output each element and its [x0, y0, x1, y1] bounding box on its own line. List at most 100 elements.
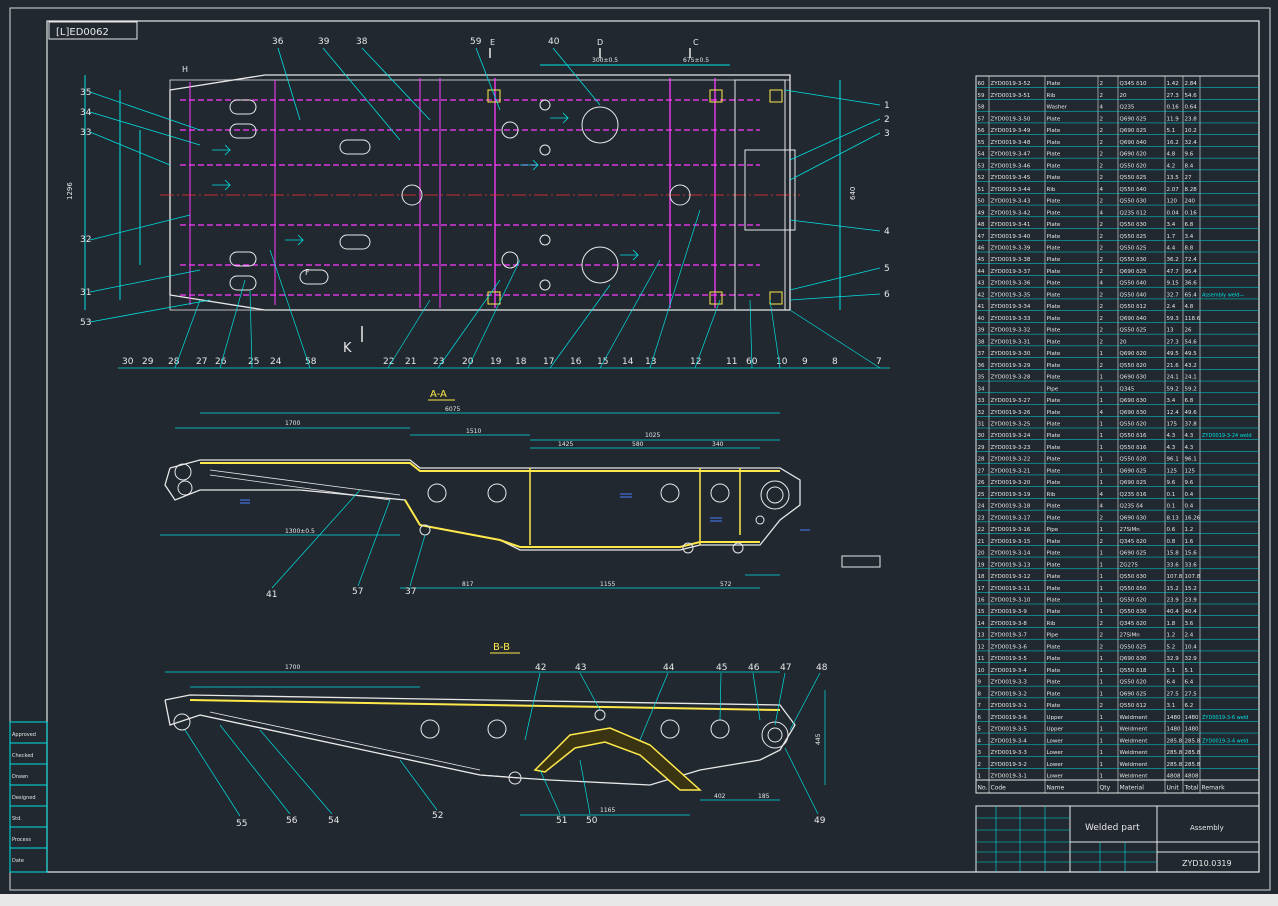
bom-cell: ZYD0019-3-45 — [991, 175, 1031, 181]
bom-header-cell: Remark — [1202, 785, 1226, 792]
bom-cell: 2.4 — [1167, 304, 1176, 310]
bom-cell: 50 — [978, 199, 985, 205]
bom-cell: ZYD0019-3-35 — [991, 292, 1031, 298]
bom-cell: 1 — [1100, 680, 1104, 686]
bb-dim-1700: 1700 — [285, 664, 300, 671]
bom-cell: Pipe — [1047, 386, 1059, 392]
bom-cell: 59.2 — [1185, 386, 1197, 392]
bom-cell: 43.2 — [1185, 363, 1197, 369]
bom-cell: Q690 δ30 — [1120, 515, 1147, 521]
top-view-leaders — [89, 47, 881, 323]
bom-cell: Q345 δ10 — [1120, 81, 1147, 87]
bom-cell: Q690 δ25 — [1120, 551, 1147, 557]
bom-cell: Q690 δ20 — [1120, 152, 1147, 158]
bom-cell: Pipe — [1047, 527, 1059, 533]
bom-cell: Plate — [1047, 292, 1061, 298]
bom-cell: 9.6 — [1185, 480, 1194, 486]
bom-cell: ZYD0019-3-13 — [991, 562, 1031, 568]
bom-cell: 32.7 — [1167, 292, 1180, 298]
callout-47: 47 — [780, 663, 791, 673]
bom-cell: 0.6 — [1167, 527, 1176, 533]
title-name: Welded part — [1085, 823, 1140, 833]
callout-39: 39 — [318, 37, 330, 47]
bom-cell: 3.1 — [1167, 703, 1176, 709]
bom-cell: ZYD0019-3-1 — [991, 774, 1027, 780]
bom-cell: Q550 δ25 — [1120, 328, 1147, 334]
callout-55: 55 — [236, 819, 247, 829]
bom-cell: 2.4 — [1185, 633, 1194, 639]
bom-cell: 4 — [1100, 187, 1104, 193]
bom-cell: Q550 δ40 — [1120, 281, 1147, 287]
bom-cell: 33.6 — [1167, 562, 1180, 568]
bom-cell: 1.6 — [1185, 539, 1194, 545]
bom-cell: 1 — [978, 774, 982, 780]
bom-cell: 60 — [978, 81, 985, 87]
bom-cell: 12.4 — [1167, 410, 1180, 416]
bom-cell: Q550 δ20 — [1120, 363, 1147, 369]
aa-dim-1025: 1025 — [645, 432, 660, 439]
bom-cell: Q690 δ25 — [1120, 480, 1147, 486]
bom-cell: 72.4 — [1185, 257, 1198, 263]
dim-675: 675±0.5 — [683, 57, 709, 64]
bom-cell: 4.2 — [1167, 163, 1176, 169]
bom-cell: ZYD0019-3-28 — [991, 375, 1031, 381]
bom-cell: ZYD0019-3-3 — [991, 750, 1028, 756]
bom-cell: 27 — [978, 468, 985, 474]
callout-41: 41 — [266, 590, 277, 600]
bom-cell: 285.8 — [1167, 750, 1183, 756]
bom-cell: 4.3 — [1185, 445, 1194, 451]
bom-cell: 4.3 — [1167, 445, 1176, 451]
bom-cell: Q690 δ30 — [1120, 656, 1147, 662]
title-drawing-no: ZYD10.0319 — [1182, 859, 1232, 868]
bom-cell: 30 — [978, 433, 985, 439]
bom-cell: 5.1 — [1185, 668, 1194, 674]
bom-cell: 1480 — [1167, 727, 1181, 733]
bom-cell: 2 — [1100, 515, 1104, 521]
bom-cell: 28 — [978, 457, 985, 463]
callout-9: 9 — [802, 357, 808, 367]
bom-cell: 45 — [978, 257, 985, 263]
bom-cell: 120 — [1167, 199, 1178, 205]
bom-cell: 2 — [1100, 234, 1104, 240]
strip-std: Std. — [12, 816, 22, 822]
bom-cell: Upper — [1047, 727, 1064, 733]
bom-cell: 1 — [1100, 433, 1104, 439]
bom-cell: Plate — [1047, 680, 1061, 686]
bom-cell: 9.6 — [1167, 480, 1176, 486]
callout-49: 49 — [814, 816, 826, 826]
bom-cell: 1 — [1100, 574, 1104, 580]
bom-cell: Plate — [1047, 551, 1061, 557]
bom-cell: Plate — [1047, 445, 1061, 451]
bom-cell: 2 — [1100, 316, 1104, 322]
bom-cell: 11 — [978, 656, 985, 662]
bom-cell: 175 — [1167, 422, 1178, 428]
drawing-code: [L]ED0062 — [56, 27, 109, 38]
bom-cell: 26 — [1185, 328, 1192, 334]
bom-cell: Q235 — [1120, 105, 1135, 111]
section-bb: B-B 1700 — [164, 642, 826, 816]
bom-cell: Q690 δ25 — [1120, 468, 1147, 474]
bom-cell: 4 — [1100, 281, 1104, 287]
bom-cell: Q235 δ4 — [1120, 504, 1144, 510]
bom-cell: Plate — [1047, 375, 1061, 381]
bom-cell: Q550 δ30 — [1120, 574, 1147, 580]
top-view-callouts: 36 39 38 59 40 35 34 33 32 31 53 1 2 3 4… — [80, 37, 890, 328]
callout-37: 37 — [405, 587, 416, 597]
bom-cell: 6.4 — [1185, 680, 1194, 686]
bom-cell: Washer — [1047, 105, 1068, 111]
callout-50: 50 — [586, 816, 598, 826]
bom-cell: ZYD0019-3-19 — [991, 492, 1031, 498]
bom-cell: ZYD0019-3-36 — [991, 281, 1031, 287]
bom-cell: 1 — [1100, 668, 1104, 674]
bom-cell: 10.4 — [1185, 644, 1198, 650]
bom-cell: Plate — [1047, 351, 1061, 357]
aa-dim-1700: 1700 — [285, 420, 300, 427]
aa-dim-1510: 1510 — [466, 428, 481, 435]
bom-cell: Q550 δ25 — [1120, 644, 1147, 650]
bom-cell: Pipe — [1047, 633, 1059, 639]
bom-cell: 0.1 — [1167, 504, 1176, 510]
callout-44: 44 — [663, 663, 675, 673]
bom-header-cell: Code — [991, 785, 1007, 792]
bom-cell: 43 — [978, 281, 985, 287]
aa-callouts: 41 57 37 — [266, 587, 416, 600]
